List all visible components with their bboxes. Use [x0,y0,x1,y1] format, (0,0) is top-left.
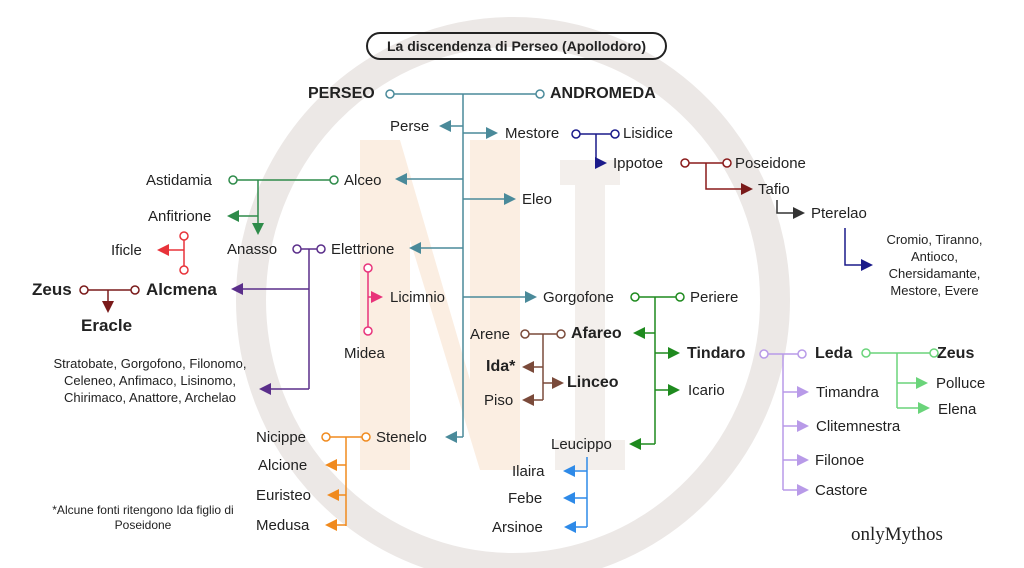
node-eleo: Eleo [522,191,553,208]
diagram-title: La discendenza di Perseo (Apollodoro) [366,32,667,60]
title-text: La discendenza di Perseo (Apollodoro) [386,38,647,54]
node-alcmena: Alcmena [146,280,217,299]
node-febe: Febe [508,490,543,507]
node-arsinoe: Arsinoe [492,519,543,536]
elettrione-children: Stratobate, Gorgofono, Filonomo, Celeneo… [53,356,247,405]
node-piso: Piso [484,392,514,409]
node-arene: Arene [470,326,511,343]
node-perse: Perse [390,118,430,135]
node-castore: Castore [815,482,868,499]
node-ippotoe: Ippotoe [613,155,664,172]
node-eracle: Eracle [81,316,133,335]
footnote: *Alcune fonti ritengono Ida figlio di Po… [52,503,234,532]
node-afareo: Afareo [571,325,622,342]
node-lisidice: Lisidice [623,125,674,142]
node-mestore: Mestore [505,125,560,142]
node-anasso: Anasso [227,241,278,258]
pterelao-children: Cromio, Tiranno, Antioco, Chersidamante,… [886,232,983,298]
node-leda: Leda [815,345,853,362]
node-periere: Periere [690,289,739,306]
node-midea: Midea [344,345,385,362]
node-licimnio: Licimnio [390,289,446,306]
node-zeus-leda: Zeus [937,345,975,362]
node-polluce: Polluce [936,375,986,392]
node-stenelo: Stenelo [376,429,427,446]
node-gorgofone: Gorgofone [543,289,614,306]
node-linceo: Linceo [567,374,619,391]
node-ificle: Ificle [111,242,142,259]
node-icario: Icario [688,382,725,399]
node-tindaro: Tindaro [687,345,746,362]
node-poseidone: Poseidone [735,155,806,172]
node-tafio: Tafio [758,181,790,198]
node-andromeda: ANDROMEDA [550,85,656,102]
node-leucippo: Leucippo [551,436,612,453]
node-medusa: Medusa [256,517,310,534]
node-perseo: PERSEO [308,85,375,102]
node-alceo: Alceo [344,172,382,189]
node-astidamia: Astidamia [146,172,212,189]
node-timandra: Timandra [816,384,879,401]
node-zeus-alcmena: Zeus [32,280,72,299]
node-anfitrione: Anfitrione [148,208,212,225]
node-ilaira: Ilaira [512,463,545,480]
node-pterelao: Pterelao [811,205,867,222]
node-ida: Ida* [486,358,516,375]
node-filonoe: Filonoe [815,452,865,469]
node-alcione: Alcione [258,457,308,474]
node-euristeo: Euristeo [256,487,312,504]
node-elettrione: Elettrione [331,241,395,258]
node-clitemnestra: Clitemnestra [816,418,901,435]
node-elena: Elena [938,401,977,418]
node-nicippe: Nicippe [256,429,307,446]
brand-logo-text: onlyMythos [851,524,943,545]
